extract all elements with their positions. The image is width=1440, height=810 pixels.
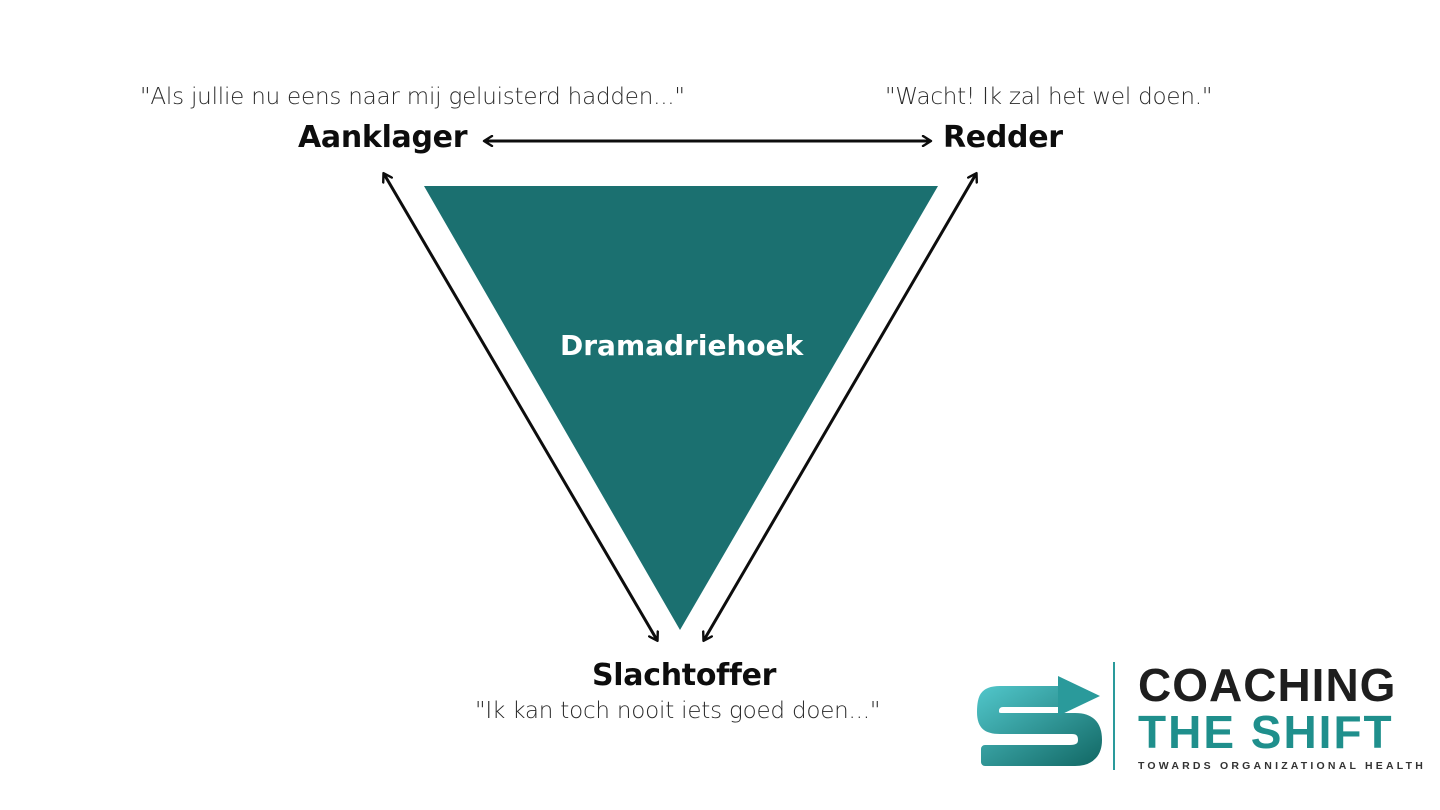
arrow-redder-slachtoffer bbox=[704, 174, 976, 640]
role-label-redder: Redder bbox=[943, 120, 1063, 155]
role-label-aanklager: Aanklager bbox=[298, 120, 468, 155]
quote-redder: "Wacht! Ik zal het wel doen." bbox=[885, 84, 1213, 110]
logo-line-coaching: COACHING bbox=[1138, 659, 1397, 711]
logo-line-the-shift: THE SHIFT bbox=[1138, 706, 1394, 758]
arrow-aanklager-slachtoffer bbox=[384, 174, 657, 640]
diagram-title: Dramadriehoek bbox=[560, 329, 804, 362]
quote-slachtoffer: "Ik kan toch nooit iets goed doen..." bbox=[475, 698, 881, 724]
role-label-slachtoffer: Slachtoffer bbox=[592, 658, 777, 693]
triangle-shape bbox=[424, 186, 938, 630]
logo-tagline: TOWARDS ORGANIZATIONAL HEALTH bbox=[1138, 760, 1427, 772]
quote-aanklager: "Als jullie nu eens naar mij geluisterd … bbox=[140, 84, 685, 110]
s-arrow-logo-icon bbox=[977, 676, 1102, 766]
coaching-the-shift-logo: COACHING THE SHIFT TOWARDS ORGANIZATIONA… bbox=[1138, 662, 1426, 772]
logo-divider bbox=[1113, 662, 1115, 770]
